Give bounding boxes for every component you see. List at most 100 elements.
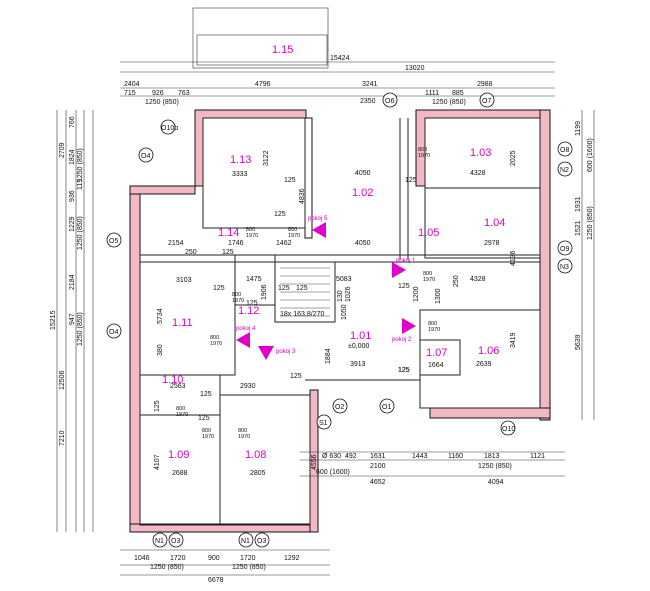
- door-width: 800: [238, 428, 247, 434]
- dim-bottom-r1-3: 1443: [412, 453, 428, 460]
- svg-text:N3: N3: [560, 264, 569, 271]
- axis-marker-o9: O9: [557, 240, 573, 256]
- svg-text:S1: S1: [319, 420, 328, 427]
- dim-bottom-l1-4: 1292: [284, 555, 300, 562]
- dim-int-23: 1200: [413, 286, 420, 302]
- dim-int-30: 380: [157, 344, 164, 356]
- dim-row2-1: 4796: [255, 81, 271, 88]
- pokoj-3-arrow: [258, 346, 274, 360]
- dim-right-c1-3: 5639: [575, 334, 582, 350]
- room-label-1.03: 1.03: [470, 147, 491, 159]
- dim-left-c1-1: 7210: [59, 430, 66, 446]
- door-height: 1970: [423, 277, 435, 283]
- room-label-1.05: 1.05: [418, 227, 439, 239]
- dim-bottom-r1-1: 492: [345, 453, 357, 460]
- terrace-outline: [192, 7, 329, 69]
- dim-left-c1-0: 2709: [59, 142, 66, 158]
- dim-int-10: 4050: [355, 240, 371, 247]
- pokoj-5-note: pokoj 5: [308, 216, 328, 222]
- dim-bottom-r2-2: 1250 (850): [478, 463, 512, 470]
- dim-int-25: 1300: [435, 288, 442, 304]
- dim-int-29: 5734: [157, 308, 164, 324]
- dim-int-1: 3333: [232, 171, 248, 178]
- dim-row3-2: 763: [178, 90, 190, 97]
- dim-left-c3-2: 1250 (850): [77, 312, 84, 346]
- dim-right-c2-1: 1250 (850): [587, 206, 594, 240]
- dim-int-12: 2154: [168, 240, 184, 247]
- dim-int-6: 4328: [470, 170, 486, 177]
- pokoj-1-arrow: [392, 262, 406, 278]
- pokoj-5-arrow: [312, 222, 326, 238]
- dim-int-18: 3103: [176, 277, 192, 284]
- dim-row3-1: 926: [152, 90, 164, 97]
- room-label-1.10: 1.10: [162, 374, 183, 386]
- svg-text:O3: O3: [257, 538, 266, 545]
- dim-bottom-l1-0: 1046: [134, 555, 150, 562]
- axis-marker-o1: O1: [379, 398, 395, 414]
- dim-int-5: 2025: [510, 150, 517, 166]
- pokoj-1-note: pokoj 1: [396, 258, 416, 264]
- axis-marker-o3-left: O3: [168, 532, 184, 548]
- dim-int-0: 3122: [263, 150, 270, 166]
- dim-int-51: 125: [296, 285, 308, 292]
- dim-int-37: 2563: [170, 383, 186, 390]
- dim-bottom-l2-1: 1250 (850): [232, 564, 266, 571]
- dim-int-15: 5083: [336, 276, 352, 283]
- dim-bottom-r1-6: 1121: [530, 453, 545, 460]
- dim-left-c3-3: 119: [77, 179, 84, 190]
- dim-bottom-l2-0: 1250 (850): [150, 564, 184, 571]
- svg-text:O5: O5: [109, 238, 118, 245]
- dim-left-c2-3: 1229: [69, 216, 76, 232]
- dim-int-21: 1026: [345, 286, 352, 302]
- axis-marker-n3: N3: [557, 258, 573, 274]
- dim-int-9: 1462: [276, 240, 292, 247]
- room-label-1.01: 1.01: [350, 330, 371, 342]
- svg-text:O4: O4: [141, 153, 150, 160]
- dim-bottom-l1-1: 1720: [170, 555, 186, 562]
- door-width: 800: [423, 271, 432, 277]
- dim-left-c2-2: 936: [69, 190, 76, 202]
- door-height: 1970: [176, 412, 188, 418]
- svg-text:N2: N2: [560, 167, 569, 174]
- dim-left-sub: 12506: [59, 370, 66, 390]
- door-labels: 800 1970 800 1970 800 1970 800 1970 800 …: [176, 147, 440, 440]
- dim-left-c3-0: 1250 (850): [77, 148, 84, 182]
- svg-text:O10: O10: [502, 426, 515, 433]
- dim-int-36: 125: [398, 367, 410, 374]
- door-height: 1970: [428, 327, 440, 333]
- dim-int-33: 3913: [350, 361, 366, 368]
- door-height: 1970: [238, 434, 250, 440]
- dim-int-11: 2978: [484, 240, 500, 247]
- dim-right-c1-2: 1521: [575, 220, 582, 236]
- dim-bottom-r1-2: 1631: [370, 453, 386, 460]
- axis-marker-o6: O6: [382, 92, 398, 108]
- dim-right-c1-1: 1931: [575, 196, 582, 212]
- dim-row3-3: 1111: [425, 90, 439, 97]
- door-width: 800: [418, 147, 427, 153]
- dim-bottom-r1-0: Ø 630: [322, 453, 341, 460]
- dim-row2-0: 2404: [124, 81, 140, 88]
- svg-text:N1: N1: [241, 538, 250, 545]
- dim-int-27: 1050: [341, 304, 348, 320]
- axis-marker-n1-left: N1: [152, 532, 168, 548]
- right-dimensions: 1199 1931 1521 5639 600 (1600) 1250 (850…: [575, 121, 594, 350]
- dim-int-28: 18x 163,8/270: [280, 311, 324, 318]
- room-label-1.06: 1.06: [478, 345, 499, 357]
- dim-int-53: 125: [246, 300, 258, 307]
- dim-int-50: 125: [222, 249, 234, 256]
- axis-marker-o4-top: O4: [138, 147, 154, 163]
- dim-int-8: 1746: [228, 240, 244, 247]
- room-label-1.13: 1.13: [230, 154, 251, 166]
- pokoj-2-note: pokoj 2: [392, 337, 412, 343]
- svg-text:O10b: O10b: [161, 125, 178, 132]
- axis-marker-o2: O2: [332, 398, 348, 414]
- axis-marker-o5: O5: [106, 232, 122, 248]
- dim-bottom-r1-5: 1813: [484, 453, 500, 460]
- door-width: 800: [176, 406, 185, 412]
- pokoj-3-note: pokoj 3: [276, 349, 296, 355]
- door-width: 800: [202, 428, 211, 434]
- door-height: 1970: [246, 233, 258, 239]
- dim-overall-top: 15424: [330, 55, 350, 62]
- door-width: 800: [428, 321, 437, 327]
- axis-marker-o10: O10: [500, 420, 516, 436]
